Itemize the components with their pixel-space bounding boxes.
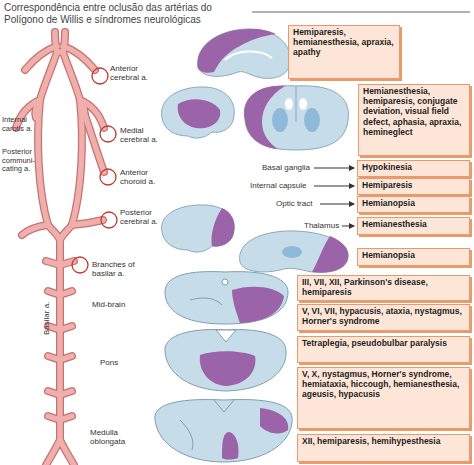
- syndrome-box: Hemiparesis: [357, 178, 470, 195]
- syndrome-text: Hemianesthesia, hemiparesis, conjugate d…: [363, 86, 465, 137]
- anatomy-label: Optic tract: [276, 199, 326, 208]
- anatomy-label: Mid-brain: [92, 300, 152, 309]
- syndrome-text: V, X, nystagmus, Horner's syndrome, hemi…: [302, 369, 465, 400]
- anatomy-label: Branches of basilar a.: [92, 260, 154, 278]
- syndrome-text: Hypokinesia: [362, 162, 465, 172]
- syndrome-box: Hypokinesia: [357, 160, 470, 177]
- syndrome-text: III, VII, XII, Parkinson's disease, hemi…: [302, 277, 465, 297]
- syndrome-text: Hemiparesis: [362, 180, 465, 190]
- midbrain-section: [165, 272, 288, 324]
- anatomy-label: Medulla oblongata: [90, 428, 148, 446]
- vessel-label-vertical: Basilar a.: [42, 302, 51, 335]
- brain-posterior-cerebral-medial: [240, 231, 349, 273]
- syndrome-box: V, VI, VII, hypacusis, ataxia, nystagmus…: [297, 304, 470, 331]
- syndrome-text: Tetraplegia, pseudobulbar paralysis: [302, 338, 465, 348]
- title-rule: [252, 12, 470, 13]
- syndrome-text: V, VI, VII, hypacusis, ataxia, nystagmus…: [302, 306, 465, 326]
- title: Correspondência entre oclusão das artéri…: [4, 2, 254, 26]
- syndrome-box: III, VII, XII, Parkinson's disease, hemi…: [297, 275, 470, 301]
- brain-coronal-section: [244, 86, 348, 150]
- artery-tree: [16, 32, 104, 465]
- anatomy-label: Anterior choroid a.: [120, 168, 160, 186]
- syndrome-box: V, X, nystagmus, Horner's syndrome, hemi…: [297, 367, 470, 429]
- syndrome-box: Hemianopsia: [357, 196, 470, 213]
- syndrome-text: XII, hemiparesis, hemihypesthesia: [302, 436, 465, 446]
- anatomy-label: Medial cerebral a.: [120, 126, 160, 144]
- anatomy-label: Internal carotis a.: [2, 116, 38, 133]
- anatomy-label: Pons: [100, 358, 140, 367]
- anatomy-label: Anterior cerebral a.: [110, 64, 158, 82]
- brain-posterior-cerebral-lateral: [162, 205, 235, 252]
- medulla-section: [155, 400, 292, 462]
- brain-medial-cerebral-lateral: [162, 87, 235, 138]
- syndrome-text: Hemiparesis, hemianesthesia, apraxia, ap…: [293, 27, 395, 58]
- anatomy-label: Posterior communi-cating a.: [2, 148, 42, 174]
- brain-anterior-cerebral: [198, 29, 291, 78]
- anatomy-label: Posterior cerebral a.: [120, 208, 160, 226]
- syndrome-box: Hemiparesis, hemianesthesia, apraxia, ap…: [288, 25, 400, 79]
- anatomy-label: Thalamus: [304, 221, 349, 230]
- syndrome-box: Tetraplegia, pseudobulbar paralysis: [297, 336, 470, 363]
- pons-section: [165, 330, 286, 391]
- syndrome-text: Hemianopsia: [362, 250, 465, 260]
- syndrome-box: XII, hemiparesis, hemihypesthesia: [297, 434, 470, 462]
- pointer-arrows: [314, 168, 354, 226]
- occlusion-circles: [72, 68, 117, 273]
- syndrome-text: Hemianesthesia: [362, 219, 465, 229]
- anatomy-label: Basal ganglia: [262, 163, 322, 172]
- syndrome-box: Hemianesthesia: [357, 217, 470, 235]
- syndrome-box: Hemianesthesia, hemiparesis, conjugate d…: [358, 84, 470, 156]
- syndrome-text: Hemianopsia: [362, 198, 465, 208]
- syndrome-box: Hemianopsia: [357, 248, 470, 266]
- anatomy-label: Internal capsule: [250, 181, 320, 190]
